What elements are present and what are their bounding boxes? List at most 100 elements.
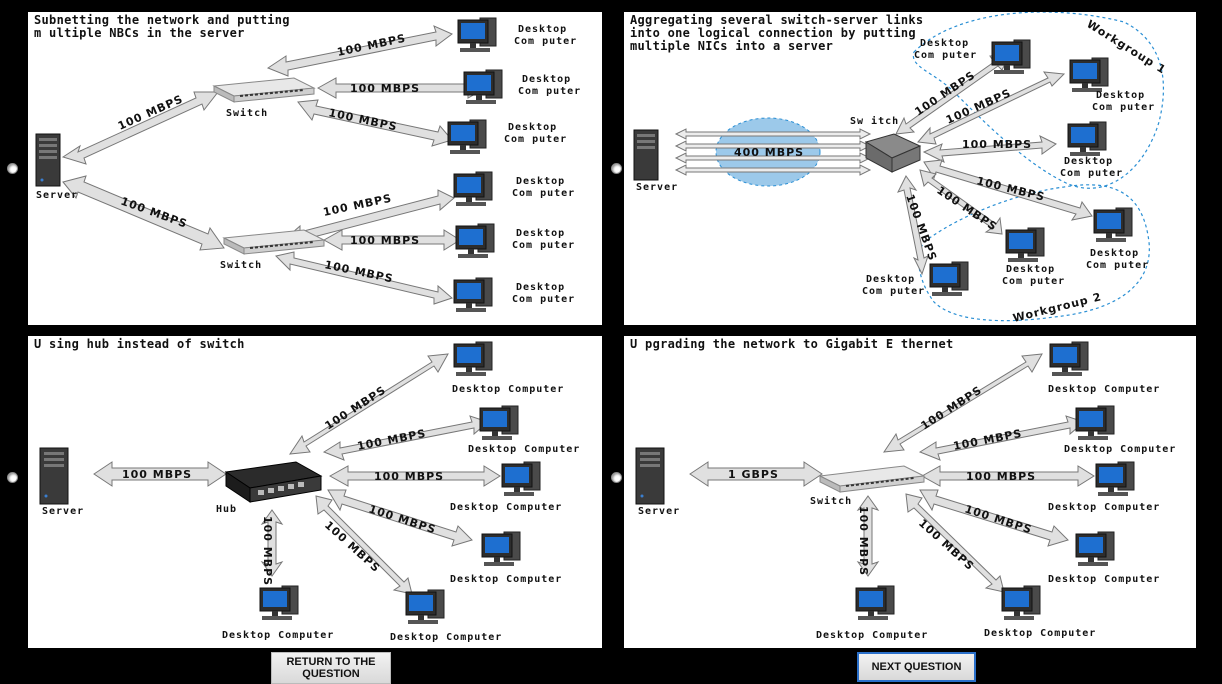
desktop-computer-icon [1001, 585, 1041, 621]
option-1-radio[interactable] [7, 163, 18, 174]
switch-icon [864, 133, 922, 173]
desktop-computer-icon [457, 17, 497, 53]
svg-text:100 MBPS: 100 MBPS [857, 506, 870, 576]
svg-text:100 MBPS: 100 MBPS [963, 502, 1034, 536]
desktop-computer-icon [1049, 341, 1089, 377]
svg-text:Desktop: Desktop [516, 282, 565, 293]
svg-text:Com puter: Com puter [512, 294, 575, 305]
desktop-computer-icon [455, 223, 495, 259]
svg-text:Desktop: Desktop [516, 176, 565, 187]
svg-text:Desktop Computer: Desktop Computer [450, 502, 562, 513]
svg-text:Desktop: Desktop [920, 38, 969, 49]
desktop-computer-icon [1095, 461, 1135, 497]
panel-title: Subnetting the network and putting m ult… [34, 13, 290, 40]
option-4-panel[interactable]: U pgrading the network to Gigabit E ther… [624, 336, 1196, 648]
svg-text:Desktop Computer: Desktop Computer [1048, 502, 1160, 513]
svg-text:Desktop: Desktop [866, 274, 915, 285]
svg-text:100 MBPS: 100 MBPS [261, 516, 274, 586]
svg-text:100 MBPS: 100 MBPS [962, 138, 1032, 151]
panel-title: U pgrading the network to Gigabit E ther… [630, 337, 954, 351]
svg-text:Desktop: Desktop [1006, 264, 1055, 275]
desktop-computer-icon [405, 589, 445, 625]
option-3-radio[interactable] [7, 472, 18, 483]
option-4-radio[interactable] [611, 472, 622, 483]
server-icon [39, 447, 69, 505]
option-4-diagram: 1 GBPS 100 MBPS 100 MBPS 100 MBPS 100 MB… [635, 341, 1176, 641]
svg-text:100 MBPS: 100 MBPS [966, 470, 1036, 483]
return-to-question-button[interactable]: RETURN TO THE QUESTION [271, 652, 391, 684]
switch-label: Switch [220, 259, 262, 271]
desktop-computer-icon [447, 119, 487, 155]
server-label: Server [636, 182, 678, 193]
desktop-computer-icon [453, 277, 493, 313]
speed-label: 100 MBPS [350, 234, 420, 247]
svg-text:Com puter: Com puter [1092, 102, 1155, 113]
svg-text:Com puter: Com puter [862, 286, 925, 297]
svg-text:Com puter: Com puter [914, 50, 977, 61]
server-icon [35, 133, 61, 187]
desktop-computer-icon [481, 531, 521, 567]
svg-text:Desktop Computer: Desktop Computer [452, 384, 564, 395]
desktop-computer-icon [259, 585, 299, 621]
svg-text:100 MBPS: 100 MBPS [374, 470, 444, 483]
svg-text:Com puter: Com puter [514, 36, 577, 47]
speed-label: 100 MBPS [327, 106, 398, 133]
option-2-radio[interactable] [611, 163, 622, 174]
switch-label: Switch [810, 495, 852, 507]
server-icon [633, 129, 659, 181]
aggregate-speed-label: 400 MBPS [734, 146, 804, 159]
svg-text:Desktop Computer: Desktop Computer [1048, 384, 1160, 395]
next-question-button[interactable]: NEXT QUESTION [857, 652, 976, 682]
option-1-panel[interactable]: Subnetting the network and putting m ult… [28, 12, 602, 325]
svg-text:Desktop: Desktop [522, 74, 571, 85]
svg-text:Desktop: Desktop [1096, 90, 1145, 101]
server-icon [635, 447, 665, 505]
svg-text:Desktop: Desktop [1090, 248, 1139, 259]
svg-text:Desktop: Desktop [1064, 156, 1113, 167]
hub-icon [225, 461, 322, 503]
desktop-computer-icon [1069, 57, 1109, 93]
svg-text:100 MBPS: 100 MBPS [356, 427, 427, 453]
server-label: Server [42, 506, 84, 517]
panel-title: U sing hub instead of switch [34, 337, 245, 351]
svg-text:Com puter: Com puter [512, 240, 575, 251]
desktop-computer-icon [1075, 531, 1115, 567]
server-label: Server [36, 190, 78, 201]
option-3-panel[interactable]: U sing hub instead of switch 100 MBPS 10… [28, 336, 602, 648]
desktop-computer-icon [1075, 405, 1115, 441]
svg-text:Desktop Computer: Desktop Computer [468, 444, 580, 455]
workgroup-2-label: Workgroup 2 [1012, 290, 1104, 325]
option-3-diagram: 100 MBPS 100 MBPS 100 MBPS 100 MBPS 100 … [39, 341, 580, 643]
option-2-panel[interactable]: Aggregating several switch-server links … [624, 12, 1196, 325]
speed-label: 100 MBPS [336, 32, 407, 59]
svg-text:Desktop Computer: Desktop Computer [1048, 574, 1160, 585]
desktop-computer-icon [479, 405, 519, 441]
svg-text:Com puter: Com puter [1086, 260, 1149, 271]
desktop-computer-icon [991, 39, 1031, 75]
svg-text:Desktop Computer: Desktop Computer [222, 630, 334, 641]
svg-text:Desktop Computer: Desktop Computer [1064, 444, 1176, 455]
svg-text:Com puter: Com puter [1060, 168, 1123, 179]
switch-label: Sw itch [850, 115, 899, 127]
svg-text:100 MBPS: 100 MBPS [322, 519, 383, 576]
switch-label: Switch [226, 107, 268, 119]
option-1-diagram: 100 MBPS 100 MBPS 100 MBPS 100 MBPS 100 … [35, 17, 581, 313]
svg-text:Desktop: Desktop [516, 228, 565, 239]
desktop-computer-icon [1005, 227, 1045, 263]
desktop-computer-icon [453, 341, 493, 377]
svg-text:Desktop Computer: Desktop Computer [450, 574, 562, 585]
svg-text:100 MBPS: 100 MBPS [916, 517, 977, 574]
svg-text:Desktop Computer: Desktop Computer [816, 630, 928, 641]
desktop-computer-icon [501, 461, 541, 497]
speed-label: 100 MBPS [350, 82, 420, 95]
svg-text:100 MBPS: 100 MBPS [952, 427, 1023, 453]
svg-text:Com puter: Com puter [518, 86, 581, 97]
svg-text:Com puter: Com puter [504, 134, 567, 145]
switch-icon [818, 465, 926, 493]
desktop-computer-icon [855, 585, 895, 621]
server-label: Server [638, 506, 680, 517]
speed-label: 100 MBPS [323, 258, 394, 285]
svg-text:100 MBPS: 100 MBPS [919, 383, 985, 432]
desktop-computer-icon [929, 261, 969, 297]
desktop-computer-icon [1067, 121, 1107, 157]
